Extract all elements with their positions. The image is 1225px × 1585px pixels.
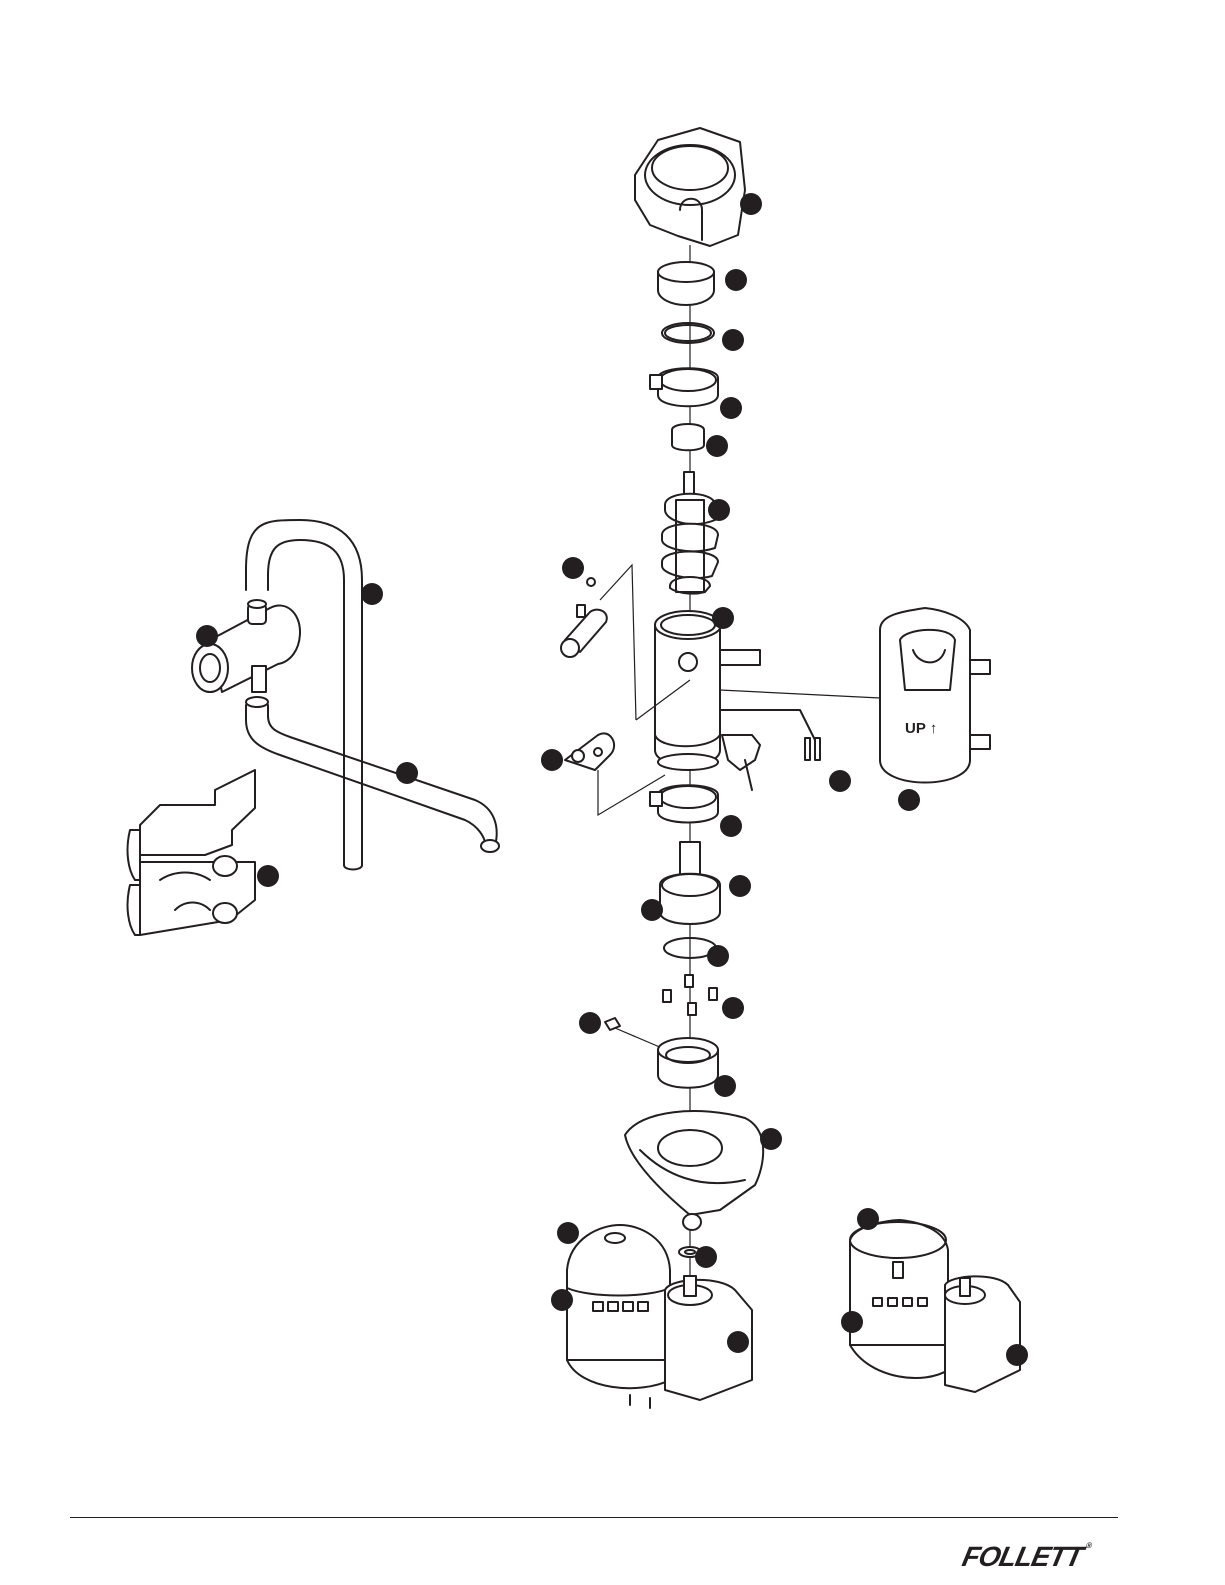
callout-marker	[720, 815, 742, 837]
callout-marker	[760, 1128, 782, 1150]
callout-marker	[551, 1289, 573, 1311]
callout-marker	[725, 269, 747, 291]
up-label: UP ↑	[905, 720, 937, 737]
callout-marker	[196, 625, 218, 647]
callout-marker	[541, 749, 563, 771]
callout-marker	[707, 945, 729, 967]
callout-marker	[841, 1311, 863, 1333]
callout-marker	[706, 435, 728, 457]
callout-marker	[829, 770, 851, 792]
evaporator	[655, 611, 820, 790]
auger	[662, 472, 718, 594]
callout-marker	[695, 1246, 717, 1268]
callout-marker	[257, 865, 279, 887]
gearmotor-right	[850, 1220, 1020, 1392]
callout-marker	[898, 789, 920, 811]
callout-marker	[857, 1208, 879, 1230]
callout-marker	[740, 193, 762, 215]
insulation-halves	[128, 770, 255, 935]
top-cover	[635, 128, 745, 246]
brand-logo-text: FOLLETT	[960, 1541, 1086, 1572]
insulation-housing: UP ↑	[880, 608, 990, 783]
brand-logo: FOLLETT®	[960, 1541, 1092, 1571]
screws	[605, 975, 717, 1048]
callout-marker	[727, 1331, 749, 1353]
callout-marker	[722, 997, 744, 1019]
callout-marker	[641, 899, 663, 921]
callout-marker	[361, 583, 383, 605]
callout-marker	[557, 1222, 579, 1244]
callout-marker	[708, 499, 730, 521]
bearing-assembly	[660, 842, 720, 924]
callout-marker	[722, 329, 744, 351]
callout-marker	[729, 875, 751, 897]
center-column	[561, 128, 880, 1290]
footer-rule	[70, 1517, 1118, 1518]
callout-marker	[712, 607, 734, 629]
callout-marker	[396, 762, 418, 784]
callout-marker	[1006, 1344, 1028, 1366]
callout-marker	[714, 1075, 736, 1097]
callout-marker	[720, 397, 742, 419]
tubing-assembly	[128, 520, 499, 935]
callout-marker	[579, 1012, 601, 1034]
drip-pan	[625, 1111, 763, 1230]
gearmotor-left	[567, 1225, 752, 1408]
callout-marker	[562, 557, 584, 579]
